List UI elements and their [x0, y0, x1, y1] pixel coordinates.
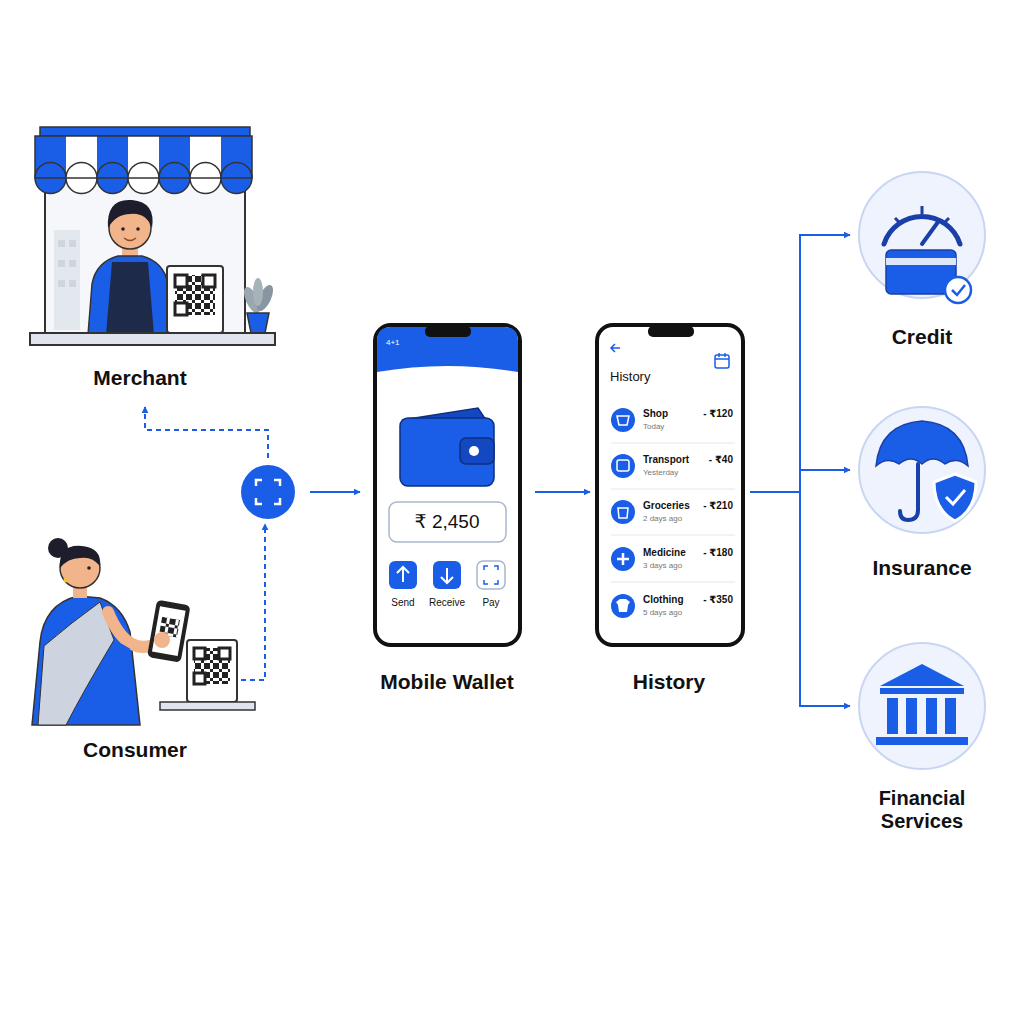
flow-arrow — [750, 235, 850, 492]
history-phone — [597, 325, 743, 645]
merchant-booth — [30, 127, 276, 345]
history-node: HistoryShopToday- ₹120TransportYesterday… — [590, 320, 750, 700]
flow-arrow — [750, 470, 850, 492]
flow-arrow — [145, 407, 268, 458]
wallet-node: 4+1 ₹ 2,450Send Receive PayMobile Wallet — [360, 320, 535, 700]
credit-node: Credit — [850, 165, 995, 355]
row-date: Yesterday — [643, 468, 678, 477]
insurance-icon — [859, 407, 985, 533]
row-name: Clothing — [643, 594, 684, 606]
row-date: 3 days ago — [643, 561, 682, 570]
node-label: Merchant — [93, 366, 186, 390]
row-amount: - ₹120 — [703, 408, 733, 420]
status-text: 4+1 — [386, 338, 400, 347]
row-date: 2 days ago — [643, 514, 682, 523]
node-label: Insurance — [872, 556, 971, 580]
bank-icon — [859, 643, 985, 769]
scan-icon — [241, 465, 295, 519]
flow-arrow — [310, 491, 360, 493]
node-label: Mobile Wallet — [380, 670, 513, 694]
balance-amount: ₹ 2,450 — [415, 511, 480, 533]
consumer-figure — [32, 538, 255, 725]
wallet-phone — [375, 325, 520, 645]
flow-arrow — [750, 492, 850, 706]
row-name: Groceries — [643, 500, 690, 512]
flow-arrow — [535, 491, 590, 493]
row-date: Today — [643, 422, 664, 431]
screen-title: History — [610, 370, 650, 385]
button-label: Send — [391, 597, 414, 609]
row-date: 5 days ago — [643, 608, 682, 617]
node-label: Credit — [892, 325, 953, 349]
consumer-node: Consumer — [20, 458, 310, 768]
button-label: Pay — [482, 597, 499, 609]
row-name: Shop — [643, 408, 668, 420]
merchant-node: Merchant — [25, 125, 280, 405]
row-amount: - ₹40 — [709, 454, 733, 466]
credit-icon — [859, 172, 985, 303]
node-label: Financial Services — [855, 787, 990, 833]
row-amount: - ₹210 — [703, 500, 733, 512]
node-label: History — [633, 670, 705, 694]
row-name: Transport — [643, 454, 689, 466]
row-amount: - ₹350 — [703, 594, 733, 606]
insurance-node: Insurance — [850, 400, 995, 590]
node-label: Consumer — [83, 738, 187, 762]
row-amount: - ₹180 — [703, 547, 733, 559]
services-node: Financial Services — [850, 636, 995, 841]
row-name: Medicine — [643, 547, 686, 559]
scan-dashed-line — [241, 524, 265, 680]
button-label: Receive — [429, 597, 465, 609]
